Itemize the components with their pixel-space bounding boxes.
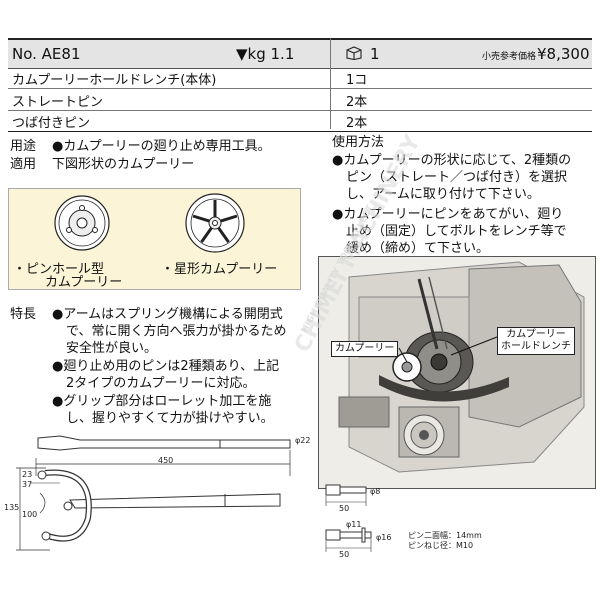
method-line: 止め（固定）してボルトをレンチ等で (346, 224, 567, 239)
pulley-types-box: ・ピンホール型 カムプーリー ・星形カムプーリー (8, 188, 301, 290)
pinhole-pulley-image (54, 195, 110, 251)
pin-note-width: ピン二面幅：14mm (408, 531, 482, 540)
product-quantity: 1 (370, 45, 380, 63)
component-qty: 1コ (346, 73, 368, 88)
component-name: つば付きピン (12, 116, 91, 131)
method-line: ●カムプーリーにピンをあてがい、廻り (332, 207, 564, 222)
method-line: ピン（ストレート／つば付き）を選択 (346, 170, 568, 185)
usage-photo: カムプーリー カムプーリー ホールドレンチ (318, 256, 596, 489)
engine-illustration (319, 257, 595, 488)
apply-label: 適用 (10, 157, 37, 172)
price-value: ¥8,300 (537, 45, 590, 63)
grip-diameter-dim: φ22 (295, 436, 311, 445)
component-name: ストレートピン (12, 95, 104, 110)
dim-23: 23 (22, 470, 33, 479)
feature-line: 安全性が良い。 (66, 341, 158, 356)
component-qty: 2本 (346, 95, 368, 110)
feature-line: し、握りやすくて力が掛けやすい。 (66, 411, 274, 426)
pulley-callout: カムプーリー (331, 341, 399, 357)
pin2-length-dim: 50 (339, 550, 350, 559)
dim-100: 100 (22, 510, 38, 519)
star-pulley-image (185, 193, 245, 253)
component-qty: 2本 (346, 116, 368, 131)
table-divider (330, 38, 331, 129)
pin-drawings (325, 484, 372, 552)
feature-line: ●廻り止め用のピンは2種類あり、上記 (52, 359, 280, 374)
component-row: つば付きピン 2本 (8, 110, 592, 132)
feature-line: ●アームはスプリング機構による開閉式 (52, 307, 283, 322)
product-header: No. AE81 ▼kg 1.1 1 小売参考価格 ¥8,300 (8, 38, 592, 69)
features-label: 特長 (10, 307, 37, 322)
wrench-callout-line: ホールドレンチ (501, 341, 571, 352)
method-line: し、アームに取り付けて下さい。 (346, 187, 540, 202)
pin2-diameter-top-dim: φ11 (346, 520, 362, 529)
wrench-dimension-drawing (16, 435, 291, 551)
feature-line: ●グリップ部分はローレット加工を施 (52, 394, 272, 409)
price-label: 小売参考価格 (482, 52, 537, 62)
method-line: 緩め（締め）て下さい。 (346, 241, 490, 256)
length-dim: 450 (158, 456, 174, 465)
apply-text: 下図形状のカムプーリー (52, 157, 195, 172)
pin1-length-dim: 50 (339, 504, 350, 513)
pin2-diameter-dim: φ16 (376, 533, 392, 542)
usage-label: 用途 (10, 139, 37, 154)
pinhole-type-label: ・ピンホール型 (13, 262, 105, 277)
box-icon (346, 46, 362, 64)
feature-line: 2タイプのカムプーリーに対応。 (66, 376, 256, 391)
wrench-callout-line: カムプーリー (506, 329, 566, 340)
pin1-diameter-dim: φ8 (370, 487, 381, 496)
product-number: No. AE81 (12, 45, 81, 63)
pin-note-thread: ピンねじ径：M10 (408, 541, 474, 550)
dim-37: 37 (22, 480, 33, 489)
method-line: ●カムプーリーの形状に応じて、2種類の (332, 153, 572, 168)
callout-leader-lines (398, 336, 498, 363)
pinhole-type-label-2: カムプーリー (45, 275, 123, 290)
product-weight: ▼kg 1.1 (236, 45, 295, 63)
component-name: カムプーリーホールドレンチ(本体) (12, 73, 217, 88)
feature-line: で、常に開く方向へ張力が掛かるため (66, 324, 287, 339)
wrench-callout: カムプーリー ホールドレンチ (497, 327, 575, 355)
star-type-label: ・星形カムプーリー (161, 262, 278, 277)
dim-135: 135 (4, 503, 20, 512)
component-row: ストレートピン 2本 (8, 89, 592, 111)
method-title: 使用方法 (332, 135, 385, 150)
component-row: カムプーリーホールドレンチ(本体) 1コ (8, 67, 592, 89)
usage-text: ●カムプーリーの廻り止め専用工具。 (52, 139, 271, 154)
